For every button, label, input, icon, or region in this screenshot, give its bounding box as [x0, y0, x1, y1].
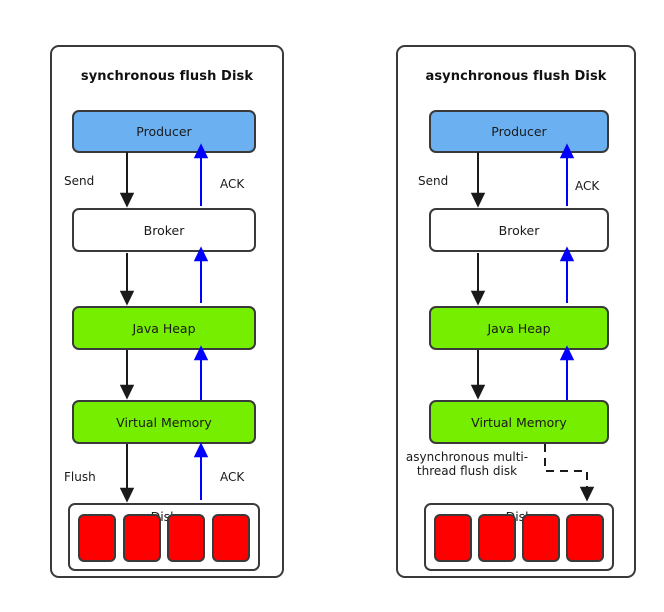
panel-asynchronous-flush-disk: asynchronous flush Disk Producer Broker … — [396, 45, 636, 578]
node-producer-async[interactable]: Producer — [429, 110, 609, 153]
edge-label-ack-top-async: ACK — [575, 179, 600, 193]
node-java-heap-async[interactable]: Java Heap — [429, 306, 609, 350]
disk-cell — [167, 514, 206, 562]
edge-label-async-flush-disk: asynchronous multi-thread flush disk — [405, 450, 529, 478]
edge-label-flush-sync: Flush — [64, 470, 96, 484]
edge-label-send-sync: Send — [64, 174, 95, 188]
node-disk-async[interactable]: Disk — [424, 503, 614, 571]
edge-label-ack-bottom-sync: ACK — [220, 470, 245, 484]
panel-title-asynchronous: asynchronous flush Disk — [425, 69, 607, 84]
disk-cell — [434, 514, 472, 562]
node-producer-sync[interactable]: Producer — [72, 110, 256, 153]
edge-label-ack-top-sync: ACK — [220, 177, 245, 191]
disk-cell-group — [434, 514, 604, 562]
disk-cell — [78, 514, 116, 562]
node-broker-sync[interactable]: Broker — [72, 208, 256, 252]
panel-synchronous-flush-disk: synchronous flush Disk Producer Broker J… — [50, 45, 284, 578]
disk-cell — [478, 514, 516, 562]
panel-title-synchronous: synchronous flush Disk — [80, 69, 254, 84]
disk-cell — [566, 514, 604, 562]
disk-cell — [211, 514, 250, 562]
node-label: Broker — [143, 222, 185, 238]
disk-cell — [522, 514, 560, 562]
disk-cell — [122, 514, 161, 562]
node-broker-async[interactable]: Broker — [429, 208, 609, 252]
node-label: Java Heap — [132, 320, 196, 336]
node-java-heap-sync[interactable]: Java Heap — [72, 306, 256, 350]
node-label: Virtual Memory — [116, 414, 212, 430]
node-label: Broker — [498, 222, 540, 238]
edge-label-send-async: Send — [418, 174, 449, 188]
node-virtual-memory-sync[interactable]: Virtual Memory — [72, 400, 256, 444]
node-label: Producer — [136, 124, 192, 139]
node-virtual-memory-async[interactable]: Virtual Memory — [429, 400, 609, 444]
node-label: Producer — [491, 124, 547, 139]
disk-cell-group — [78, 514, 250, 562]
node-label: Java Heap — [487, 320, 551, 336]
node-disk-sync[interactable]: Disk — [68, 503, 260, 571]
node-label: Virtual Memory — [471, 414, 567, 430]
